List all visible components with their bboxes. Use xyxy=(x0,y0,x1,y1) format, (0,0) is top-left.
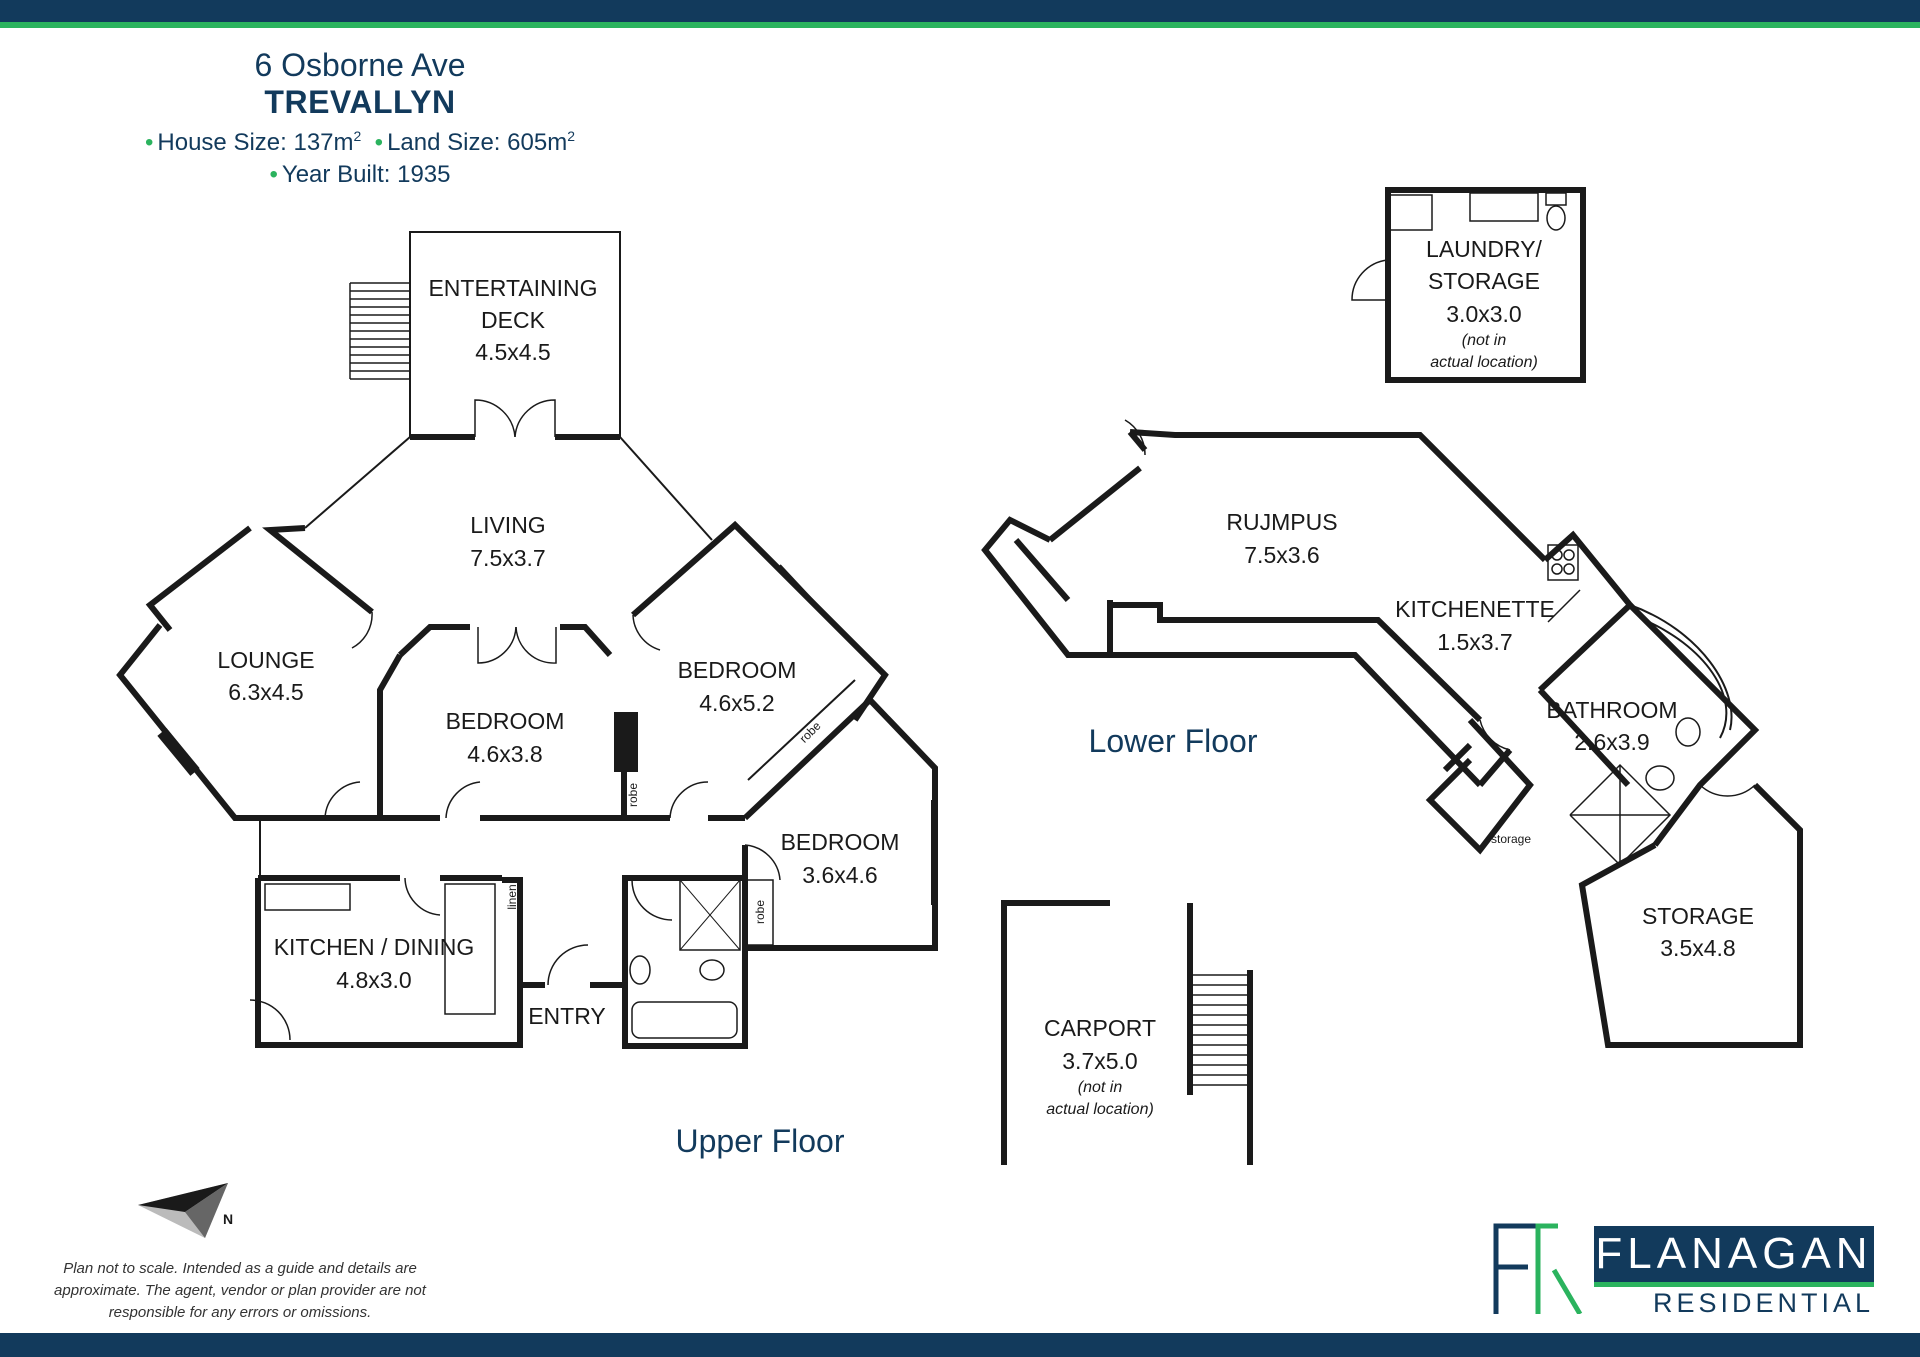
top-brand-bar xyxy=(0,0,1920,22)
room-bathroom-name: BATHROOM xyxy=(1546,697,1677,723)
room-rumpus-name: RUJMPUS xyxy=(1226,509,1337,535)
room-carport-name: CARPORT xyxy=(1044,1015,1156,1041)
room-bedroom-small-size: 3.6x4.6 xyxy=(802,862,877,888)
property-address: 6 Osborne Ave xyxy=(254,47,466,83)
lower-floor-walls xyxy=(981,187,1803,1048)
room-bedroom-right-name: BEDROOM xyxy=(678,657,797,683)
property-year: •Year Built: 1935 xyxy=(60,159,660,191)
storage-small-label: storage xyxy=(1491,832,1531,846)
upper-floor-label: Upper Floor xyxy=(676,1123,845,1159)
bullet-icon: • xyxy=(374,129,384,156)
house-size: House Size: 137m xyxy=(157,129,354,156)
room-kitchenette-name: KITCHENETTE xyxy=(1395,596,1555,622)
year-built: Year Built: 1935 xyxy=(281,161,451,188)
room-laundry-note2: actual location) xyxy=(1430,354,1538,371)
fr-monogram-icon xyxy=(1493,1223,1583,1314)
room-kitchen-dining-size: 4.8x3.0 xyxy=(336,967,411,993)
disclaimer-text: Plan not to scale. Intended as a guide a… xyxy=(54,1260,426,1321)
robe-label: robe xyxy=(626,783,640,807)
logo-subtitle: RESIDENTIAL xyxy=(1652,1288,1874,1318)
room-storage-name: STORAGE xyxy=(1642,903,1754,929)
room-entertaining-deck-size: 4.5x4.5 xyxy=(475,339,550,365)
compass-north-letter: N xyxy=(223,1211,233,1227)
room-living-name: LIVING xyxy=(470,512,545,538)
room-kitchen-dining-name: KITCHEN / DINING xyxy=(274,934,475,960)
agency-logo: FLANAGAN RESIDENTIAL xyxy=(1488,1222,1878,1318)
room-lounge-size: 6.3x4.5 xyxy=(228,679,303,705)
room-living-size: 7.5x3.7 xyxy=(470,545,545,571)
room-bathroom-size: 2.6x3.9 xyxy=(1574,729,1649,755)
room-bedroom-mid-size: 4.6x3.8 xyxy=(467,741,542,767)
linen-label: linen xyxy=(505,884,519,909)
lower-fixtures xyxy=(1124,192,1756,867)
lower-floor-label: Lower Floor xyxy=(1089,723,1258,759)
room-laundry-size: 3.0x3.0 xyxy=(1446,301,1521,327)
room-entry-name: ENTRY xyxy=(528,1003,606,1029)
upper-door-swings xyxy=(249,399,781,1041)
bullet-icon: • xyxy=(269,161,278,188)
room-lounge-name: LOUNGE xyxy=(217,647,314,673)
room-laundry-name2: STORAGE xyxy=(1428,268,1540,294)
land-size: Land Size: 605m xyxy=(387,129,568,156)
compass-arrow-icon xyxy=(138,1183,228,1238)
top-accent-stripe xyxy=(0,22,1920,28)
room-storage-size: 3.5x4.8 xyxy=(1660,935,1735,961)
logo-name: FLANAGAN xyxy=(1594,1226,1874,1282)
room-laundry-name1: LAUNDRY/ xyxy=(1426,236,1542,262)
bottom-brand-bar xyxy=(0,1333,1920,1357)
carport-walls xyxy=(1001,900,1253,1165)
room-rumpus-size: 7.5x3.6 xyxy=(1244,542,1319,568)
room-bedroom-small-name: BEDROOM xyxy=(781,829,900,855)
room-entertaining-deck-name1: ENTERTAINING xyxy=(428,275,597,301)
property-suburb: TREVALLYN xyxy=(264,84,456,120)
property-header: 6 Osborne Ave TREVALLYN •House Size: 137… xyxy=(60,46,660,191)
room-kitchenette-size: 1.5x3.7 xyxy=(1437,629,1512,655)
room-carport-note1: (not in xyxy=(1078,1079,1123,1096)
room-laundry-note1: (not in xyxy=(1462,332,1507,349)
room-bedroom-right-size: 4.6x5.2 xyxy=(699,690,774,716)
room-entertaining-deck-name2: DECK xyxy=(481,307,546,333)
property-sizes: •House Size: 137m2 •Land Size: 605m2 xyxy=(145,128,575,156)
room-carport-note2: actual location) xyxy=(1046,1101,1154,1118)
logo-accent xyxy=(1594,1282,1874,1287)
room-bedroom-mid-name: BEDROOM xyxy=(446,708,565,734)
upper-floor-walls xyxy=(116,231,938,1049)
room-carport-size: 3.7x5.0 xyxy=(1062,1048,1137,1074)
robe-label: robe xyxy=(753,900,767,924)
robe-label: robe xyxy=(797,719,824,746)
bullet-icon: • xyxy=(145,129,154,156)
